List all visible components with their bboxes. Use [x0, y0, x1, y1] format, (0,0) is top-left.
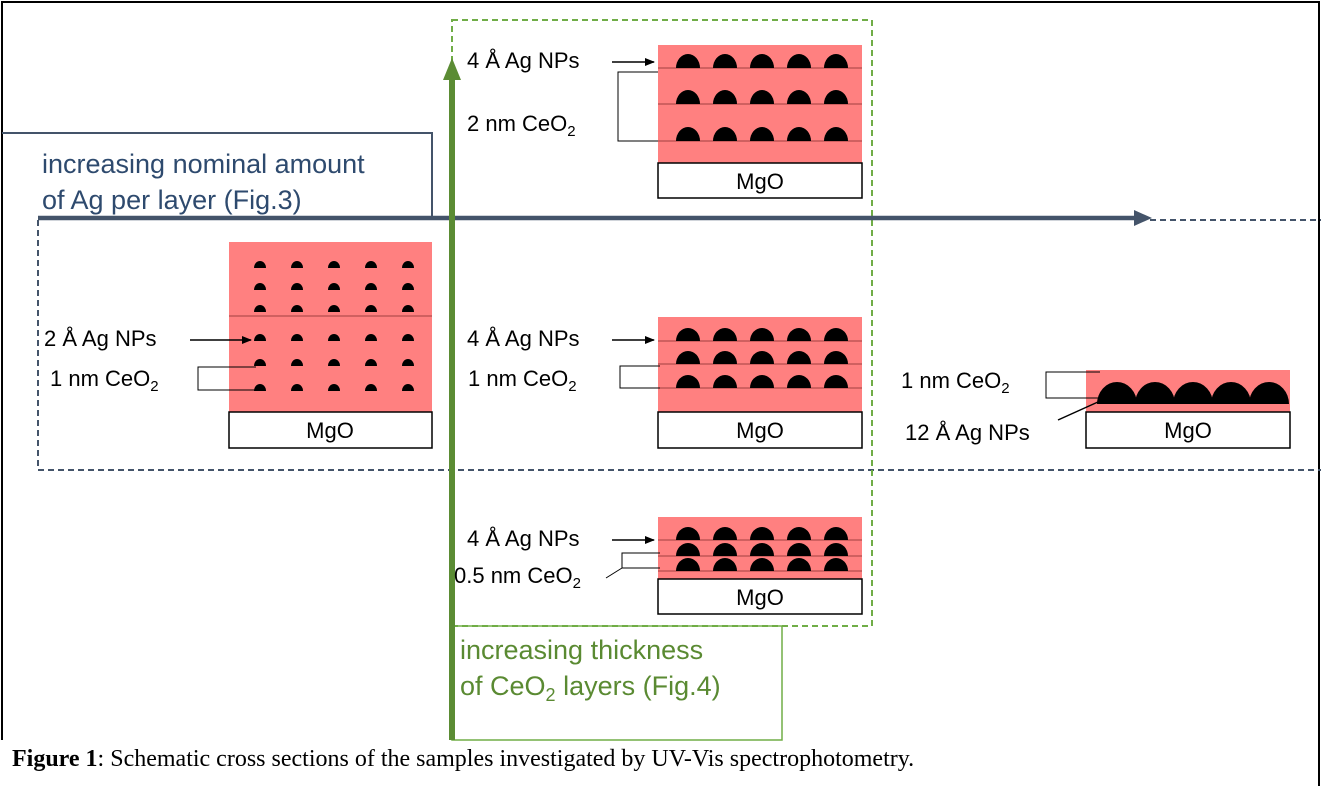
mgo-label: MgO	[736, 169, 784, 194]
ceo2-bracket	[1045, 371, 1100, 399]
ag-nanoparticles	[676, 54, 848, 141]
green-axis-label-line2: of CeO2 layers (Fig.4)	[460, 671, 721, 705]
ceo2-bracket	[619, 365, 660, 389]
blue-axis-label-line1: increasing nominal amount	[42, 149, 365, 179]
mgo-label: MgO	[736, 418, 784, 443]
ceo2-bracket	[617, 71, 658, 142]
mgo-label: MgO	[736, 585, 784, 610]
ag-nanoparticles	[1097, 382, 1289, 404]
np-label: 4 Å Ag NPs	[467, 48, 580, 73]
caption-text: : Schematic cross sections of the sample…	[97, 746, 915, 772]
mgo-label: MgO	[1164, 418, 1212, 443]
np-label: 4 Å Ag NPs	[467, 326, 580, 351]
green-arrowhead	[443, 58, 461, 80]
ceo2-label: 0.5 nm CeO2	[454, 563, 581, 592]
mgo-substrate	[657, 578, 863, 615]
mgo-substrate	[1085, 411, 1291, 449]
np-pointer-arrow	[1057, 396, 1110, 421]
ceo2-label: 1 nm CeO2	[901, 368, 1010, 397]
mgo-label: MgO	[306, 418, 354, 443]
sample-top	[612, 45, 863, 199]
caption-label: Figure 1	[12, 746, 98, 772]
ceo2-pointer	[605, 567, 623, 579]
ceo2-label: 2 nm CeO2	[467, 111, 576, 140]
ag-nanoparticles	[676, 527, 848, 571]
figure-caption: Figure 1: Schematic cross sections of th…	[12, 746, 914, 773]
sample-bottom	[605, 517, 863, 615]
blue-arrowhead	[1134, 210, 1152, 226]
blue-dashed-region	[37, 219, 1321, 471]
sample-right	[1045, 370, 1291, 449]
blue-axis-label-line2: of Ag per layer (Fig.3)	[42, 185, 302, 215]
ag-nanoparticles	[676, 328, 848, 388]
blue-label-box	[2, 132, 433, 218]
mgo-substrate	[657, 411, 863, 449]
ag-nanoparticles	[254, 261, 414, 391]
np-label: 2 Å Ag NPs	[44, 326, 157, 351]
ceo2-bracket	[197, 366, 256, 391]
sample-middle	[612, 317, 863, 449]
sample-left	[190, 242, 433, 449]
mgo-substrate	[228, 411, 433, 449]
np-label: 12 Å Ag NPs	[905, 420, 1030, 445]
ceo2-film	[229, 242, 432, 412]
ceo2-label: 1 nm CeO2	[50, 366, 159, 395]
green-axis-label-line1: increasing thickness	[460, 635, 704, 665]
ceo2-bracket	[621, 552, 660, 569]
ceo2-label: 1 nm CeO2	[468, 366, 577, 395]
np-label: 4 Å Ag NPs	[467, 526, 580, 551]
mgo-substrate	[657, 162, 863, 199]
